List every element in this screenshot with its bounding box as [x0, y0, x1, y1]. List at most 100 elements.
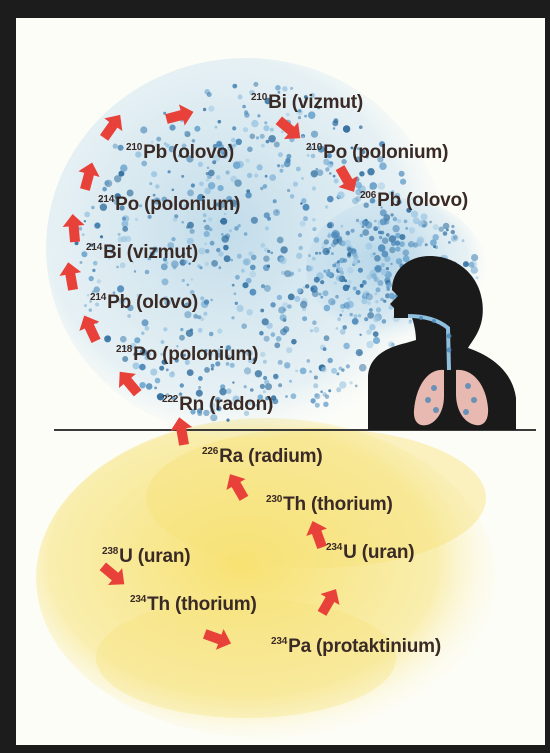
diagram-panel: 238U (uran)234Th (thorium)234Pa (protakt…	[16, 18, 545, 745]
particle-dot	[274, 342, 280, 348]
particle-dot	[84, 220, 86, 222]
particle-dot	[198, 386, 201, 389]
particle-dot	[309, 370, 312, 373]
isotope-symbol: Pa	[288, 636, 311, 657]
particle-dot	[281, 130, 284, 133]
particle-dot	[161, 263, 168, 270]
isotope-mass-number: 234	[271, 636, 287, 647]
particle-dot	[315, 403, 320, 408]
particle-dot	[352, 318, 359, 325]
particle-dot	[314, 376, 318, 380]
particle-dot	[299, 246, 303, 250]
particle-dot	[151, 171, 157, 177]
particle-dot	[393, 217, 398, 222]
isotope-name: (radium)	[248, 446, 322, 467]
particle-dot	[326, 250, 329, 253]
particle-dot	[236, 139, 242, 145]
particle-dot	[388, 341, 394, 347]
particle-dot	[220, 218, 227, 225]
particle-dot	[134, 337, 140, 343]
particle-dot	[325, 205, 328, 208]
particle-dot	[324, 239, 329, 244]
particle-dot	[433, 224, 439, 230]
particle-dot	[331, 232, 338, 239]
isotope-mass-number: 234	[130, 594, 146, 605]
particle-dot	[276, 336, 282, 342]
particle-dot	[365, 219, 368, 222]
isotope-name: (protaktinium)	[316, 636, 441, 657]
isotope-symbol: Th	[147, 594, 170, 615]
particle-dot	[381, 269, 387, 275]
isotope-name: (polonium)	[144, 194, 240, 215]
particle-dot	[343, 258, 347, 262]
isotope-symbol: Po	[133, 344, 157, 365]
particle-dot	[149, 182, 152, 185]
particle-dot	[102, 187, 107, 192]
particle-dot	[351, 229, 355, 233]
particle-dot	[241, 323, 247, 329]
particle-dot	[311, 398, 316, 403]
particle-dot	[356, 290, 361, 295]
isotope-label: 210Bi (vizmut)	[251, 92, 363, 114]
particle-dot	[172, 189, 175, 192]
particle-dot	[286, 154, 291, 159]
particle-dot	[325, 167, 329, 171]
isotope-symbol: Bi	[268, 92, 287, 113]
particle-dot	[97, 279, 101, 283]
particle-dot	[232, 126, 236, 130]
isotope-name: (vizmut)	[127, 242, 198, 263]
particle-dot	[425, 243, 428, 246]
particle-dot	[104, 335, 111, 342]
particle-dot	[373, 331, 379, 337]
particle-dot	[275, 85, 281, 91]
particle-dot	[396, 258, 402, 264]
particle-dot	[382, 237, 389, 244]
particle-dot	[134, 270, 136, 272]
isotope-symbol: Pb	[377, 190, 401, 211]
particle-dot	[179, 335, 185, 341]
particle-dot	[378, 231, 382, 235]
isotope-mass-number: 238	[102, 546, 118, 557]
particle-dot	[173, 266, 177, 270]
particle-dot	[197, 264, 200, 267]
particle-dot	[403, 249, 410, 256]
isotope-name: (uran)	[138, 546, 191, 567]
particle-dot	[262, 318, 269, 325]
particle-dot	[390, 263, 392, 265]
particle-dot	[278, 383, 282, 387]
particle-dot	[371, 273, 377, 279]
particle-dot	[471, 254, 478, 261]
particle-dot	[361, 298, 367, 304]
particle-dot	[320, 280, 324, 284]
particle-dot	[270, 128, 274, 132]
particle-dot	[359, 125, 363, 129]
particle-dot	[290, 87, 293, 90]
particle-dot	[303, 286, 305, 288]
particle-dot	[340, 271, 344, 275]
particle-dot	[207, 92, 212, 97]
particle-dot	[311, 131, 318, 138]
particle-dot	[339, 314, 342, 317]
particle-dot	[260, 243, 265, 248]
particle-dot	[329, 172, 332, 175]
particle-dot	[257, 114, 260, 117]
particle-dot	[139, 382, 145, 388]
particle-dot	[332, 264, 336, 268]
particle-dot	[341, 310, 344, 313]
isotope-label: 234U (uran)	[326, 542, 414, 564]
particle-dot	[421, 213, 428, 220]
particle-dot	[405, 227, 408, 230]
particle-dot	[347, 254, 351, 258]
particle-dot	[210, 299, 213, 302]
particle-dot	[244, 112, 249, 117]
particle-dot	[359, 334, 361, 336]
particle-dot	[260, 352, 265, 357]
particle-dot	[448, 241, 451, 244]
particle-dot	[296, 253, 302, 259]
particle-dot	[281, 164, 284, 167]
particle-dot	[218, 266, 221, 269]
particle-dot	[387, 287, 390, 290]
particle-dot	[346, 231, 351, 236]
isotope-label: 234Pa (protaktinium)	[271, 636, 441, 658]
particle-dot	[298, 268, 302, 272]
